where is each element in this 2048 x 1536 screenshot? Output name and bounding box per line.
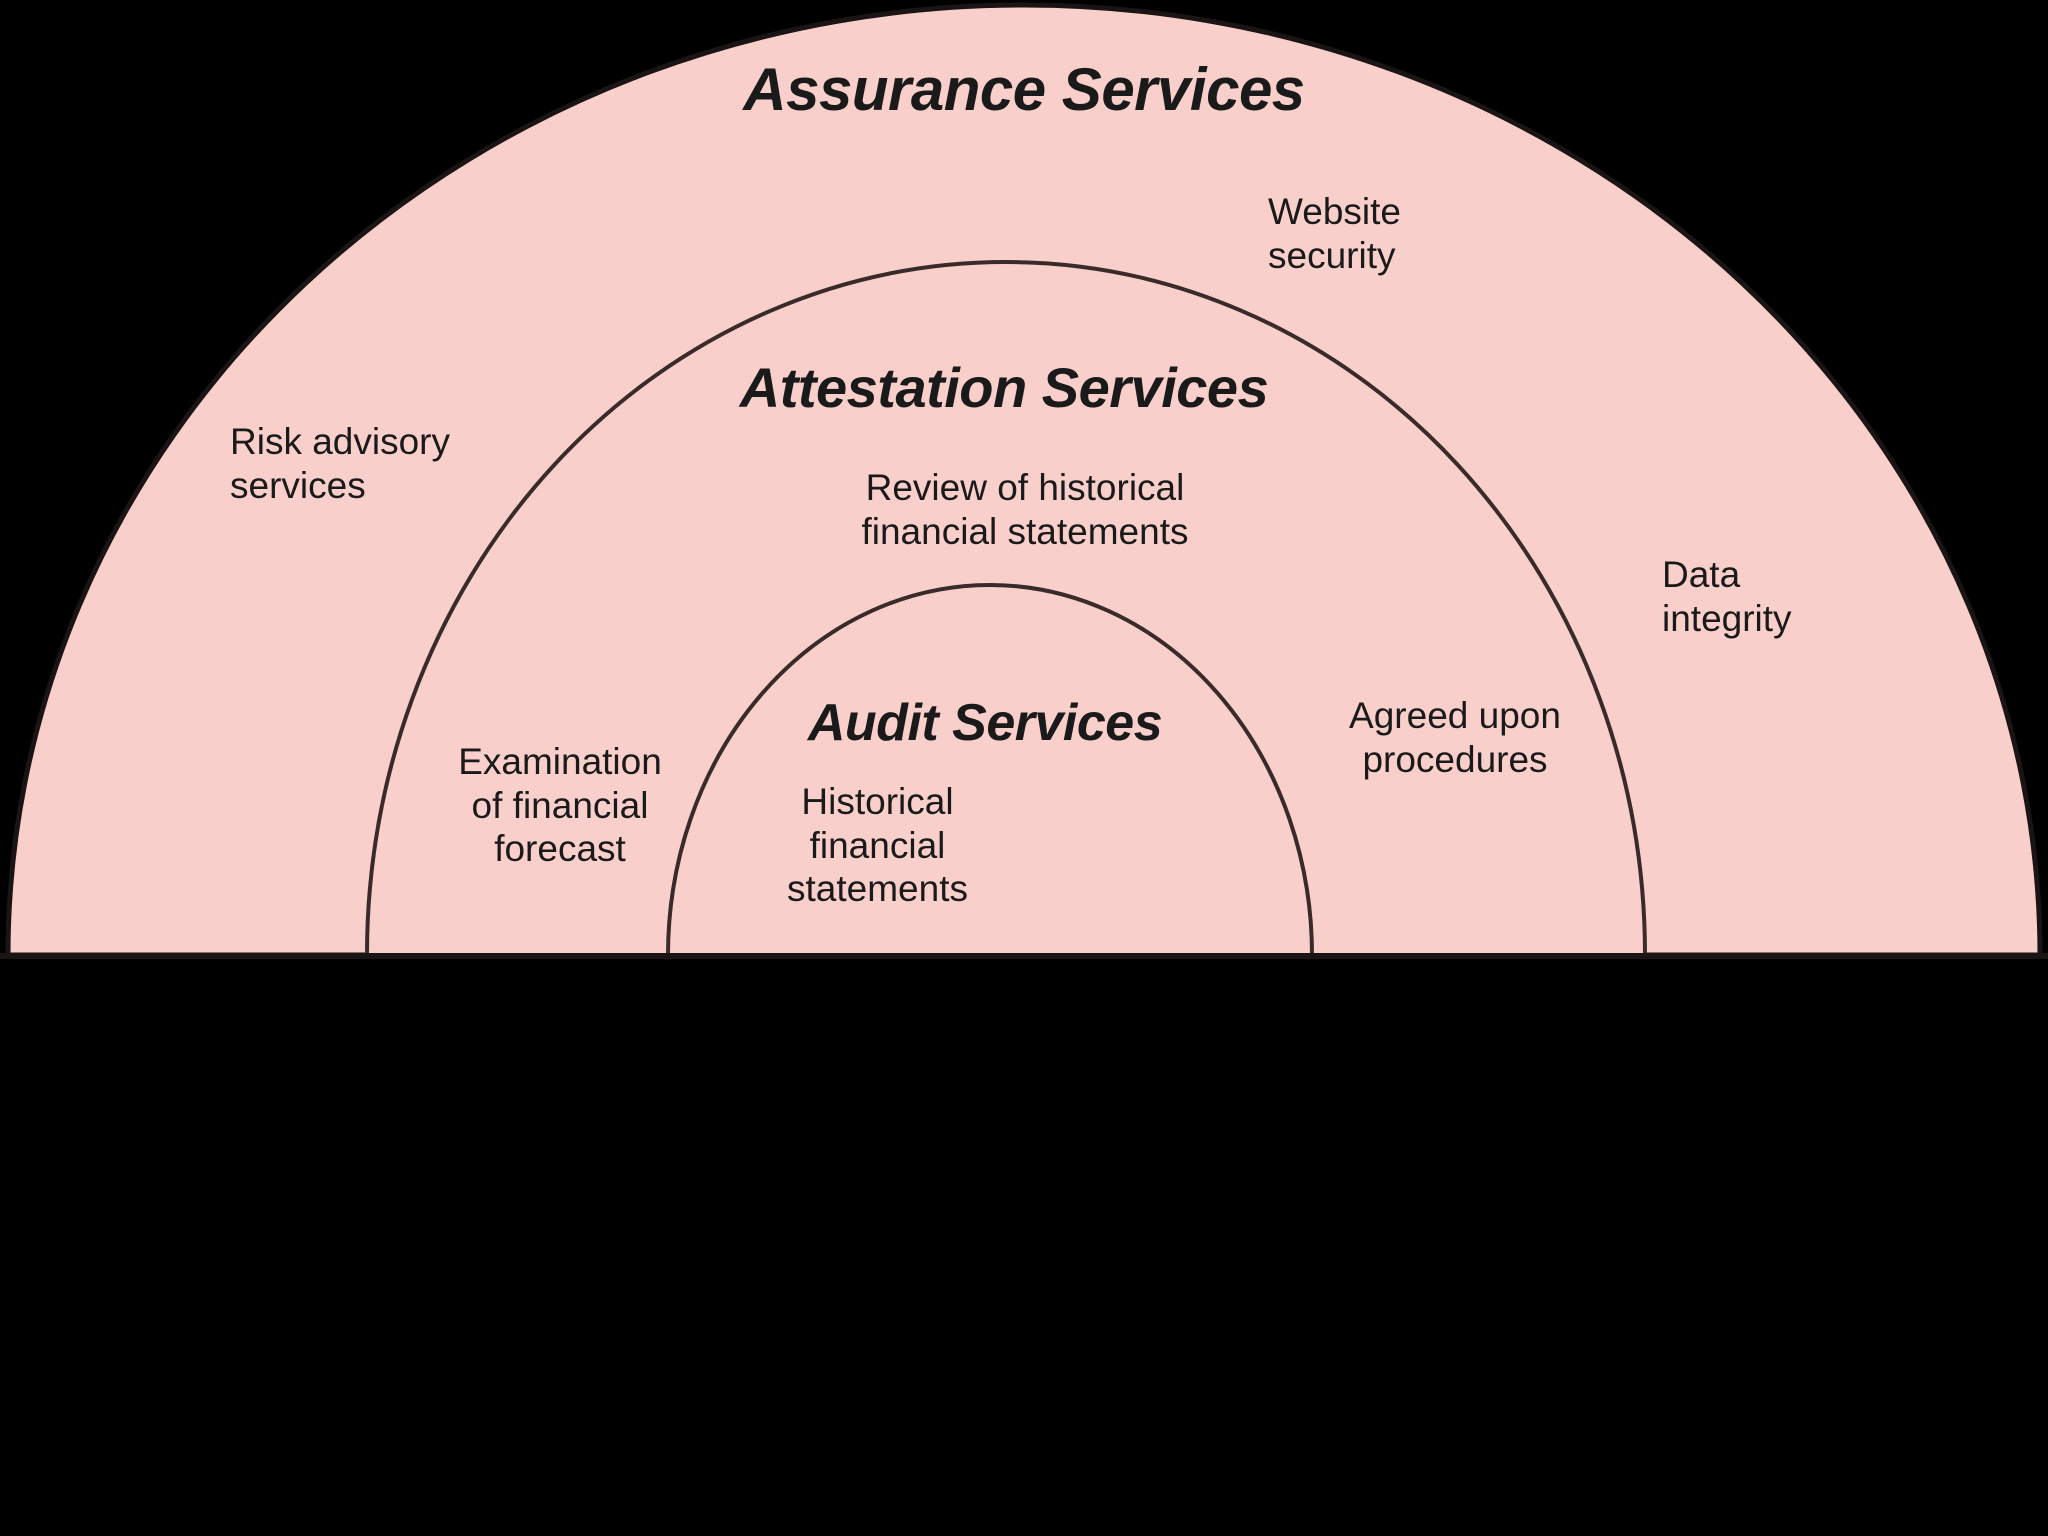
audit-ring-shape xyxy=(665,583,1315,957)
